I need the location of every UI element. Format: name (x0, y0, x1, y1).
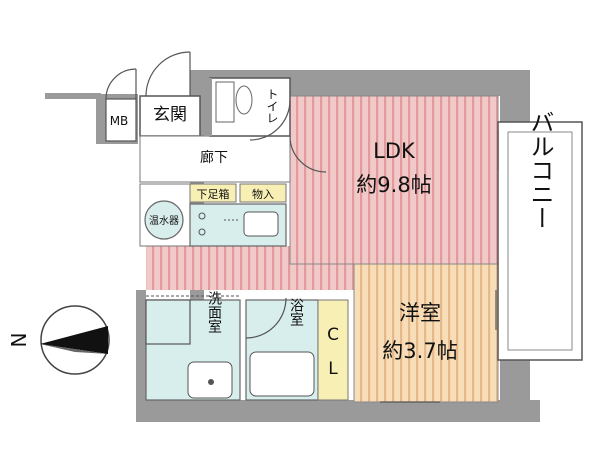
label-ldk-name: LDK (373, 139, 416, 163)
label-genkan: 玄関 (153, 105, 187, 125)
label-rouka: 廊下 (200, 149, 228, 166)
compass-needle-tail-icon (40, 344, 108, 354)
ldk-room (146, 95, 499, 290)
label-mb: MB (110, 114, 129, 128)
western-room (353, 263, 499, 403)
label-senmen: 洗面室 (206, 291, 222, 333)
label-yokushitsu: 浴室 (288, 298, 304, 326)
label-monoire: 物入 (252, 187, 274, 201)
label-geta: 下足箱 (197, 187, 230, 201)
storage-strip (189, 183, 287, 203)
wet-area (145, 295, 319, 401)
label-closet-l: L (328, 359, 338, 379)
compass-label: N (7, 333, 31, 348)
label-ldk-size: 約9.8帖 (356, 173, 431, 197)
label-water-heater: 温水器 (149, 215, 179, 227)
label-yoshitsu-name: 洋室 (399, 301, 441, 325)
label-toilet: トイレ (265, 88, 279, 124)
closet (317, 299, 349, 401)
balcony (497, 121, 583, 361)
compass-needle-icon (40, 326, 108, 354)
kitchen (139, 183, 287, 247)
label-yoshitsu-size: 約3.7帖 (382, 339, 457, 363)
entrance-doors (105, 51, 191, 100)
label-balcony: バルコニー (526, 110, 554, 230)
compass: N (7, 305, 110, 375)
entrance-area (105, 95, 291, 183)
sliding-doors (380, 130, 499, 403)
label-closet-c: C (327, 325, 339, 345)
toilet-room (204, 77, 327, 173)
